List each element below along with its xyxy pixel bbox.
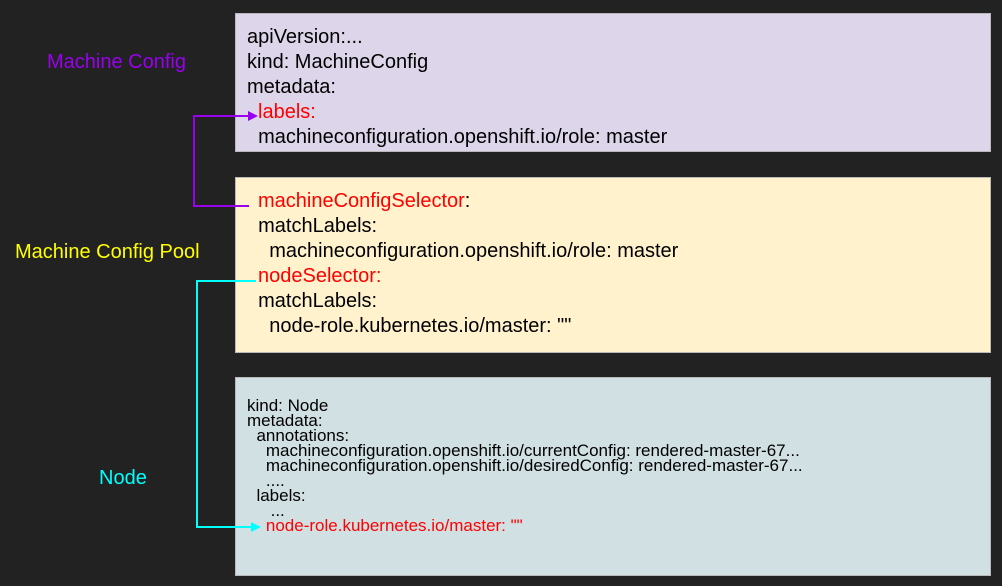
purple-connector-line <box>193 115 250 207</box>
mcp-match-labels-line: matchLabels: <box>247 215 378 237</box>
machine-config-pool-label: Machine Config Pool <box>15 241 200 263</box>
machine-config-pool-box: machineConfigSelector: matchLabels: mach… <box>235 177 991 353</box>
purple-arrowhead <box>248 111 258 121</box>
node-kind-line: kind: Node <box>247 396 329 415</box>
machine-config-box: apiVersion:... kind: MachineConfig metad… <box>235 13 991 152</box>
mcp-selector-line: machineConfigSelector: <box>258 189 470 214</box>
node-labels-line: labels: <box>247 486 306 505</box>
node-annotations-line: annotations: <box>247 426 350 445</box>
machine-config-label: Machine Config <box>47 51 186 73</box>
mcp-mc-selector-colon: : <box>464 190 471 212</box>
mc-metadata-line: metadata: <box>247 76 336 98</box>
mc-api-version-line: apiVersion:... <box>247 26 363 48</box>
mc-kind-line: kind: MachineConfig <box>247 51 429 73</box>
node-desired-config-line: machineconfiguration.openshift.io/desire… <box>247 456 803 475</box>
mc-labels-key: labels: <box>258 101 316 123</box>
node-role-label-line: node-role.kubernetes.io/master: "" <box>247 516 523 535</box>
node-metadata-line: metadata: <box>247 411 323 430</box>
mcp-role-label-line: machineconfiguration.openshift.io/role: … <box>247 240 679 262</box>
node-box: kind: Node metadata: annotations: machin… <box>235 377 991 576</box>
mcp-node-selector-key: nodeSelector: <box>258 265 382 287</box>
cyan-connector-arrow <box>196 280 261 532</box>
mcp-node-role-label-line: node-role.kubernetes.io/master: "" <box>247 315 572 337</box>
mcp-mc-selector-key: machineConfigSelector <box>258 190 465 212</box>
mc-role-label-line: machineconfiguration.openshift.io/role: … <box>247 126 668 148</box>
node-current-config-line: machineconfiguration.openshift.io/curren… <box>247 441 800 460</box>
node-labels-ellipsis: ... <box>247 501 285 520</box>
node-label: Node <box>99 467 147 489</box>
purple-connector-arrow <box>193 111 258 207</box>
mcp-node-match-labels-line: matchLabels: <box>247 290 378 312</box>
cyan-connector-line <box>196 280 256 528</box>
cyan-arrowhead <box>251 522 261 532</box>
node-annotations-ellipsis: .... <box>247 471 285 490</box>
